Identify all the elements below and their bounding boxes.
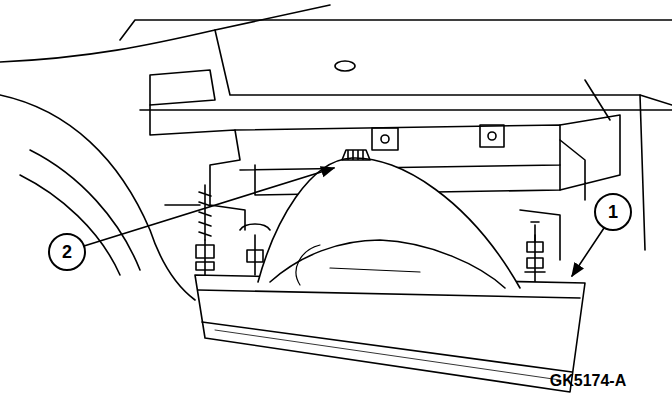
- callout-number: 1: [608, 203, 618, 221]
- upper-panel-edge: [215, 30, 672, 105]
- callout-number: 2: [62, 243, 72, 261]
- lamp-housing-rim: [198, 290, 580, 372]
- leader-line: [84, 168, 334, 246]
- callout-circle: [595, 194, 631, 230]
- rail-tab: [372, 128, 398, 150]
- support-rail: [235, 125, 560, 170]
- leader-line: [572, 228, 604, 276]
- lamp-housing: [195, 275, 585, 392]
- callout-circle: [49, 234, 85, 270]
- lens-highlight: [330, 268, 420, 272]
- rail-tab: [480, 125, 504, 147]
- lamp-reflector: [258, 158, 520, 288]
- figure-code: GK5174-A: [550, 373, 626, 389]
- panel-hole: [335, 61, 355, 71]
- rail-end: [560, 80, 645, 250]
- bumper-outline: [0, 5, 330, 62]
- bumper-curve: [0, 95, 195, 300]
- adjuster-screw: [531, 222, 539, 242]
- bumper-curve-inner: [30, 150, 140, 270]
- upper-panel: [120, 20, 672, 110]
- lamp-housing-shade: [215, 330, 560, 380]
- bulb-socket: [296, 245, 320, 285]
- tab-hole: [488, 132, 496, 140]
- lamp-reflector-edge: [270, 240, 505, 288]
- mounting-bracket: [150, 70, 215, 105]
- tab-hole: [381, 135, 389, 143]
- mounting-screw: [199, 185, 211, 240]
- bumper-curve-inner: [20, 175, 120, 275]
- lamp-stud: [196, 240, 214, 275]
- retaining-clip: [342, 150, 370, 160]
